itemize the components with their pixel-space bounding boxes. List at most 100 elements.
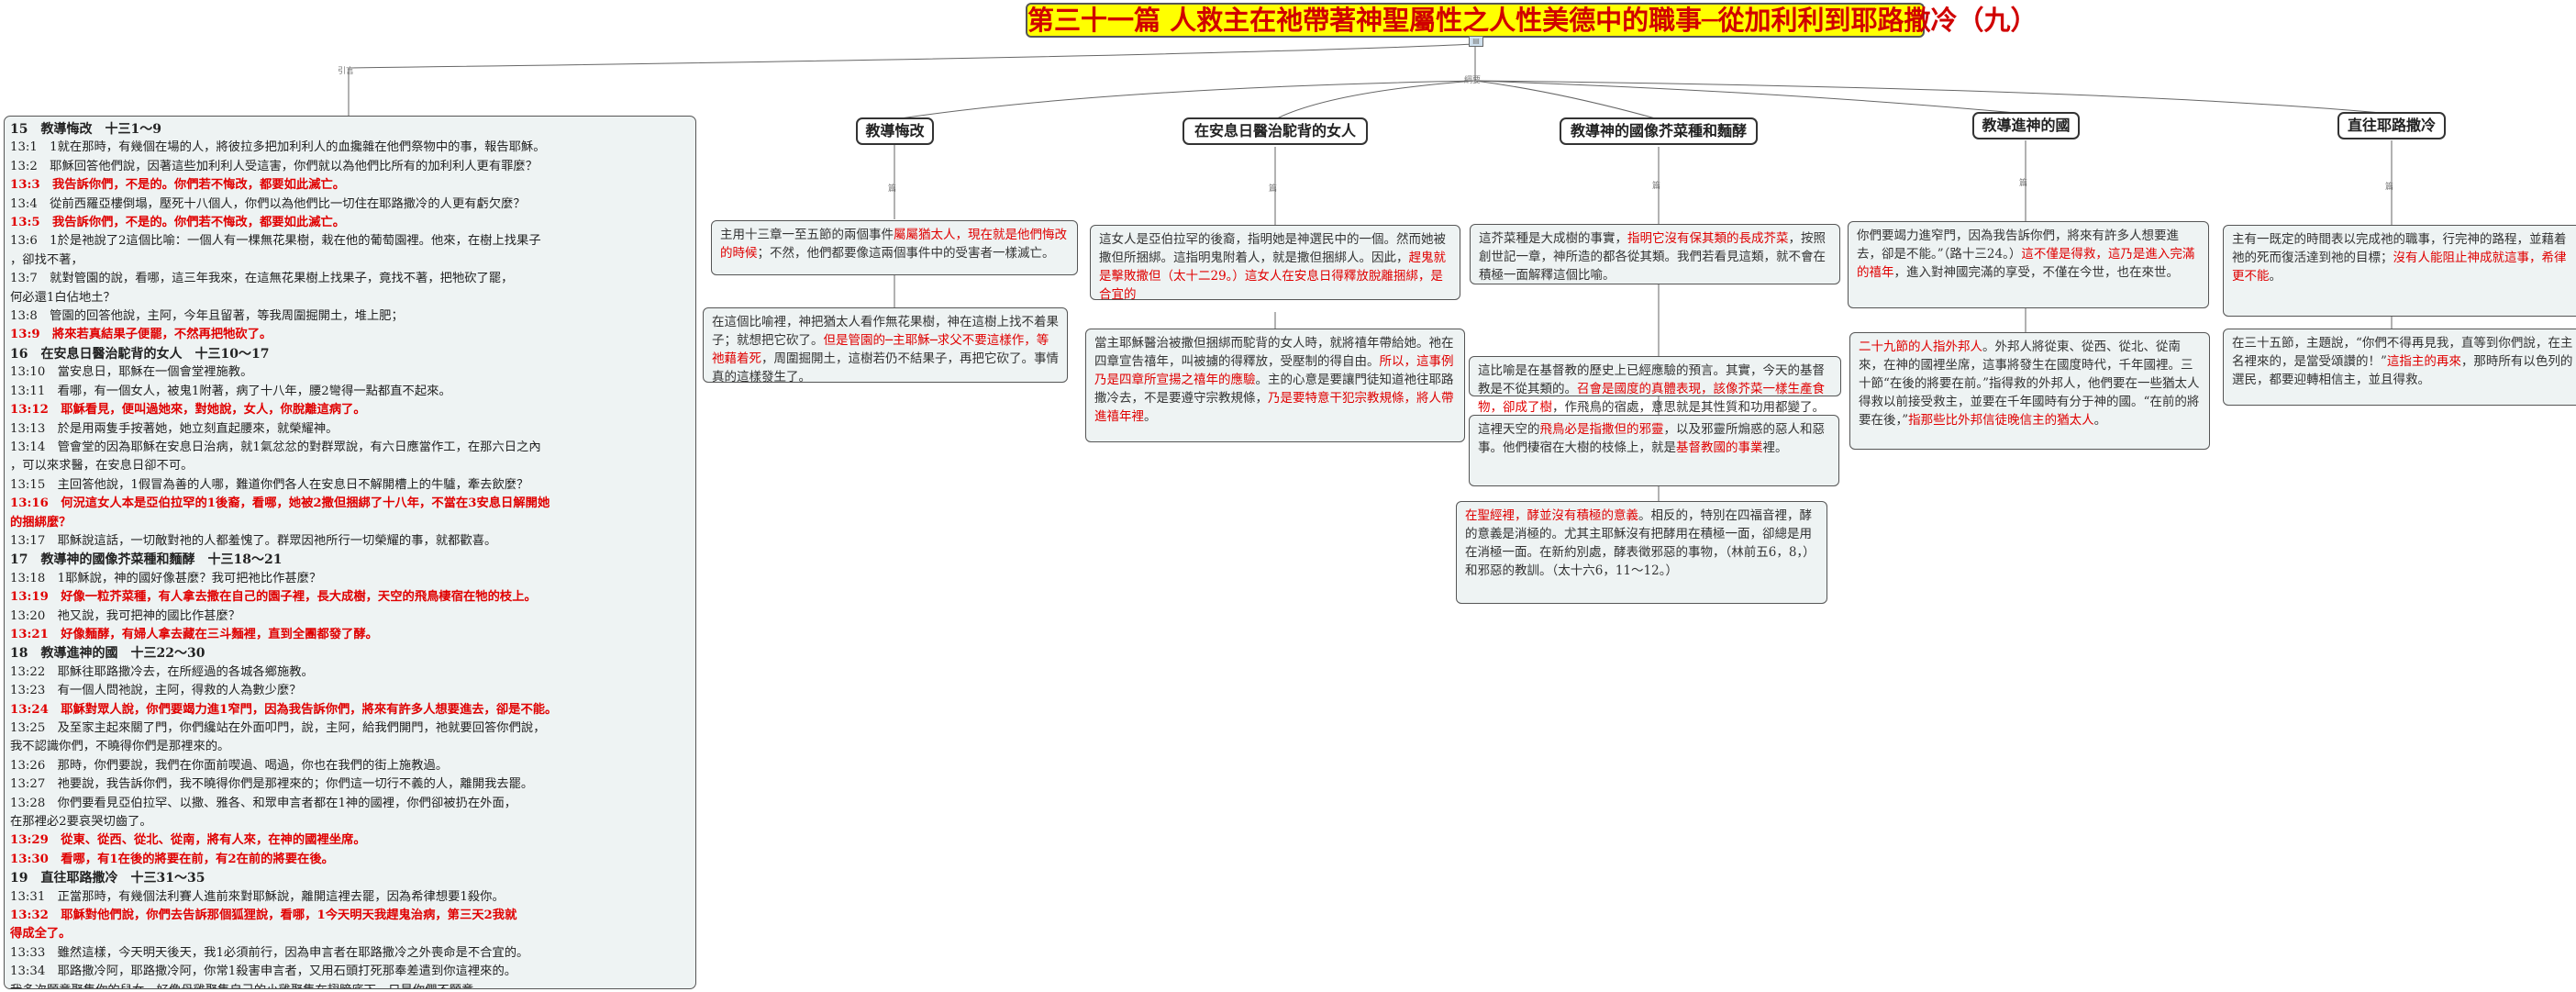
note-text: ，作飛鳥的宿處，意思就是其性質和功用都變了。 [1552,400,1825,415]
note-text: 當主耶穌醫治被撒但捆綁而駝背的女人時，就將禧年帶給她。祂在四章宣告禧年，叫被擄的… [1094,336,1454,369]
note-text: ，進入對神國完滿的享受，不僅在今世，也在來世。 [1893,265,2180,280]
highlight-text: 屬屬猶太人，現在就是他們悔改的時候 [720,228,1067,261]
note-text: 主用十三章一至五節的兩個事件 [720,228,894,242]
highlight-text: 召會是國度的真體表現，該像芥菜一樣生產食物，卻成了樹 [1478,382,1825,415]
scripture-verse: 的捆綁麼？ [10,515,72,529]
scripture-verse: 13:19 好像一粒芥菜種，有人拿去撒在自己的園子裡，長大成樹，天空的飛鳥棲宿在… [10,590,537,605]
scripture-verse: 何必還1白佔地土？ [10,290,116,305]
scripture-verse: 13:18 1耶穌說，神的國好像甚麼？我可把祂比作甚麼？ [10,571,322,585]
note-text: ，周圍掘開土，這樹若仍不結果子，再把它砍了。事情真的這樣發生了。 [712,351,1059,385]
topic-enter-kingdom[interactable]: 教導進神的國 [1972,112,2080,139]
scripture-verse: 得成全了。 [10,927,72,942]
highlight-text: 飛鳥必是指撒但的邪靈 [1539,422,1664,437]
highlight-text: 趕鬼就是擊敗撒但（太十二29。）這女人在安息日得釋放脫離捆綁，是合宜的 [1099,251,1446,302]
note-text: 。 [2093,413,2107,428]
note-birds: 這裡天空的飛鳥必是指撒但的邪靈，以及邪靈所煽惑的惡人和惡事。他們棲宿在大樹的枝條… [1469,415,1839,486]
note-text: 在三十五節，主題說，“你們不得再見我，直等到你們說，在主名裡來的，是當受頌讚的！… [2232,336,2573,369]
label-small: 篇 [2019,179,2028,188]
scripture-verse: 13:10 當安息日，耶穌在一個會堂裡施教。 [10,365,253,380]
scripture-verse: 13:2 耶穌回答他們說，因著這些加利利人受這害，你們就以為他們比所有的加利利人… [10,159,539,173]
scripture-verse: 13:25 及至家主起來關了門，你們纔站在外面叩門，說，主阿，給我們開門，祂就要… [10,721,546,735]
note-text: 。相反的，特別在四福音裡，酵的意義是消極的。尤其主耶穌沒有把酵用在積極一面，卻總… [1465,508,1815,578]
scripture-verse: 13:31 正當那時，有幾個法利賽人進前來對耶穌說，離開這裡去罷，因為希律想要1… [10,889,505,904]
highlight-text: 所以，這事例乃是四章所宣揚之禧年的應驗 [1094,354,1454,387]
scripture-verse: ，可以來求醫，在安息日卻不可。 [10,459,194,474]
note-repentance-1: 主用十三章一至五節的兩個事件屬屬猶太人，現在就是他們悔改的時候；不然，他們都要像… [711,220,1078,275]
scripture-heading: 16 在安息日醫治駝背的女人 十三10～17 [10,346,270,362]
scripture-heading: 17 教導神的國像芥菜種和麵酵 十三18～21 [10,552,283,568]
note-bent-woman-1: 這女人是亞伯拉罕的後裔，指明她是神選民中的一個。然而她被撒但所捆綁。這指明鬼附着… [1090,225,1460,302]
highlight-text: 但是管園的─主耶穌─求父不要這樣作，等祂藉着死 [712,333,1049,366]
highlight-text: 二十九節的人指外邦人 [1859,340,1982,354]
scripture-verse: 13:20 祂又說，我可把神的國比作甚麼？ [10,608,241,623]
connector-topic-1 [894,80,1476,120]
scripture-heading: 18 教導進神的國 十三22～30 [10,646,205,662]
topic-kingdom-mustard-leaven[interactable]: 教導神的國像芥菜種和麵酵 [1560,117,1758,145]
note-text: ；不然，他們都要像這兩個事件中的受害者一樣滅亡。 [757,246,1055,261]
scripture-verse: 13:7 就對管園的說，看哪，這三年我來，在這無花果樹上找果子，竟找不著，把牠砍… [10,272,514,286]
note-text: ，那時所有以色列的選民，都要迎轉相信主，並且得救。 [2232,354,2573,387]
connector-topic-2 [1274,80,1476,120]
scripture-verse: 13:8 管園的回答他說，主阿，今年且留著，等我周圍掘開土，堆上肥； [10,309,404,324]
scripture-verse: 13:30 看哪，有1在後的將要在前，有2在前的將要在後。 [10,852,334,866]
highlight-text: 這不僅是得救，這乃是進入完滿的禧年 [1857,247,2195,280]
note-text: 裡。 [1762,440,1788,455]
highlight-text: 指那些比外邦信徒晚信主的猶太人 [1908,413,2094,428]
note-text: 這芥菜種是大成樹的事實， [1479,231,1627,246]
note-text: 這裡天空的 [1478,422,1540,437]
scripture-verse: 13:15 主回答他說，1假冒為善的人哪，難道你們各人在安息日不解開槽上的牛驢，… [10,477,529,492]
topic-teach-repentance[interactable]: 教導悔改 [856,117,934,145]
scripture-heading: 19 直往耶路撒冷 十三31～35 [10,871,205,886]
scripture-verse: 13:29 從東、從西、從北、從南，將有人來，在神的國裡坐席。 [10,833,366,848]
note-text: ，按照創世記一章，神所造的都各從其類。我們若看見這類，就不會在積極一面解釋這個比… [1479,231,1826,283]
label-small: 篇 [888,184,897,194]
highlight-text: 沒有人能阻止神成就這事，希律更不能 [2232,251,2567,284]
note-text: 這比喻是在基督教的歷史上已經應驗的預言。其實，今天的基督教是不從其類的。 [1478,363,1825,396]
connector-topic-4 [1474,80,2026,115]
note-gentiles: 二十九節的人指外邦人。外邦人將從東、從西、從北、從南來，在神的國裡坐席，這事將發… [1849,332,2210,450]
scripture-verse: 我不認識你們，不曉得你們是那裡來的。 [10,740,230,754]
note-text: 你們要竭力進窄門，因為我告訴你們，將來有許多人想要進去，卻是不能。”（路十三24… [1857,228,2179,262]
label-intro: 引言 [338,67,355,76]
scripture-verse: 13:33 雖然這樣，今天明天後天，我1必須前行，因為申言者在耶路撒冷之外喪命是… [10,945,529,960]
note-repentance-2: 在這個比喻裡，神把猶太人看作無花果樹，神在這樹上找不着果子；就想把它砍了。但是管… [703,307,1068,385]
note-text: 這女人是亞伯拉罕的後裔，指明她是神選民中的一個。然而她被撒但所捆綁。這指明鬼附着… [1099,232,1446,265]
scripture-verse: 13:12 耶穌看見，便叫過她來，對她說，女人，你脫離這病了。 [10,403,366,418]
note-second-coming: 在三十五節，主題說，“你們不得再見我，直等到你們說，在主名裡來的，是當受頌讚的！… [2223,329,2576,406]
scripture-verse: 13:14 管會堂的因為耶穌在安息日治病，就1氣忿忿的對群眾說，有六日應當作工，… [10,440,541,454]
connector-topic-5 [1474,80,2393,115]
note-text: 。 [1144,409,1157,424]
scripture-verse: 在那裡必2要哀哭切齒了。 [10,815,152,830]
label-small: 篇 [2385,183,2394,192]
topic-to-jerusalem[interactable]: 直往耶路撒冷 [2337,112,2446,139]
note-text: 主有一既定的時間表以完成祂的職事，行完神的路程，並藉着祂的死而復活達到祂的目標； [2232,232,2567,265]
note-mustard-1: 這芥菜種是大成樹的事實，指明它沒有保其類的長成芥菜，按照創世記一章，神所造的都各… [1470,224,1840,284]
scripture-verse: 13:17 耶穌說這話，一切敵對祂的人都羞愧了。群眾因祂所行一切榮耀的事，就都歡… [10,533,497,548]
note-text: 。 [2269,269,2282,284]
connector-topic-3 [1474,80,1660,120]
highlight-text: 指明它沒有保其類的長成芥菜 [1627,231,1789,246]
highlight-text: 這指主的再來 [2386,354,2461,369]
label-small: 篇 [1269,184,1278,194]
note-text: ，以及邪靈所煽惑的惡人和惡事。他們棲宿在大樹的枝條上，就是 [1478,422,1825,455]
note-narrow-gate: 你們要竭力進窄門，因為我告訴你們，將來有許多人想要進去，卻是不能。”（路十三24… [1848,221,2209,308]
scripture-verse: 13:3 我告訴你們，不是的。你們若不悔改，都要如此滅亡。 [10,178,346,193]
scripture-verse: 13:27 祂要說，我告訴你們，我不曉得你們是那裡來的；你們這一切行不義的人，離… [10,777,534,792]
scripture-verse: 13:22 耶穌往耶路撒冷去，在所經過的各城各鄉施教。 [10,664,314,679]
label-small: 篇 [1652,182,1661,191]
note-text: 在這個比喻裡，神把猶太人看作無花果樹，神在這樹上找不着果子；就想把它砍了。 [712,315,1059,348]
scripture-verse: 13:26 那時，你們要說，我們在你面前喫過、喝過，你也在我們的街上施教過。 [10,758,449,773]
scripture-verse: 13:5 我告訴你們，不是的。你們若不悔改，都要如此滅亡。 [10,216,346,230]
note-timetable: 主有一既定的時間表以完成祂的職事，行完神的路程，並藉着祂的死而復活達到祂的目標；… [2223,225,2576,317]
scripture-verse: 13:34 耶路撒冷阿，耶路撒冷阿，你常1殺害申言者，又用石頭打死那奉差遣到你這… [10,964,517,979]
scripture-verse: 13:24 耶穌對眾人說，你們要竭力進1窄門，因為我告訴你們，將來有許多人想要進… [10,702,558,717]
connector-intro [348,43,1476,117]
title-note-icon[interactable]: ▤ [1469,36,1483,47]
scripture-verse: 13:11 看哪，有一個女人，被鬼1附著，病了十八年，腰2彎得一點都直不起來。 [10,384,451,398]
note-text: 。外邦人將從東、從西、從北、從南來，在神的國裡坐席，這事將發生在國度時代，千年國… [1859,340,2200,428]
topic-heal-bent-woman[interactable]: 在安息日醫治駝背的女人 [1183,117,1368,145]
scripture-verse: 我多次願意聚集你的兒女，好像母雞聚集自己的小雞聚集在翅膀底下，只是你們不願意。 [10,982,690,988]
page-title: 第三十一篇 人救主在祂帶著神聖屬性之人性美德中的職事─從加利利到耶路撒冷（九） [1026,3,2037,38]
scripture-verse: 13:16 何況這女人本是亞伯拉罕的1後裔，看哪，她被2撒但捆綁了十八年，不當在… [10,496,550,511]
